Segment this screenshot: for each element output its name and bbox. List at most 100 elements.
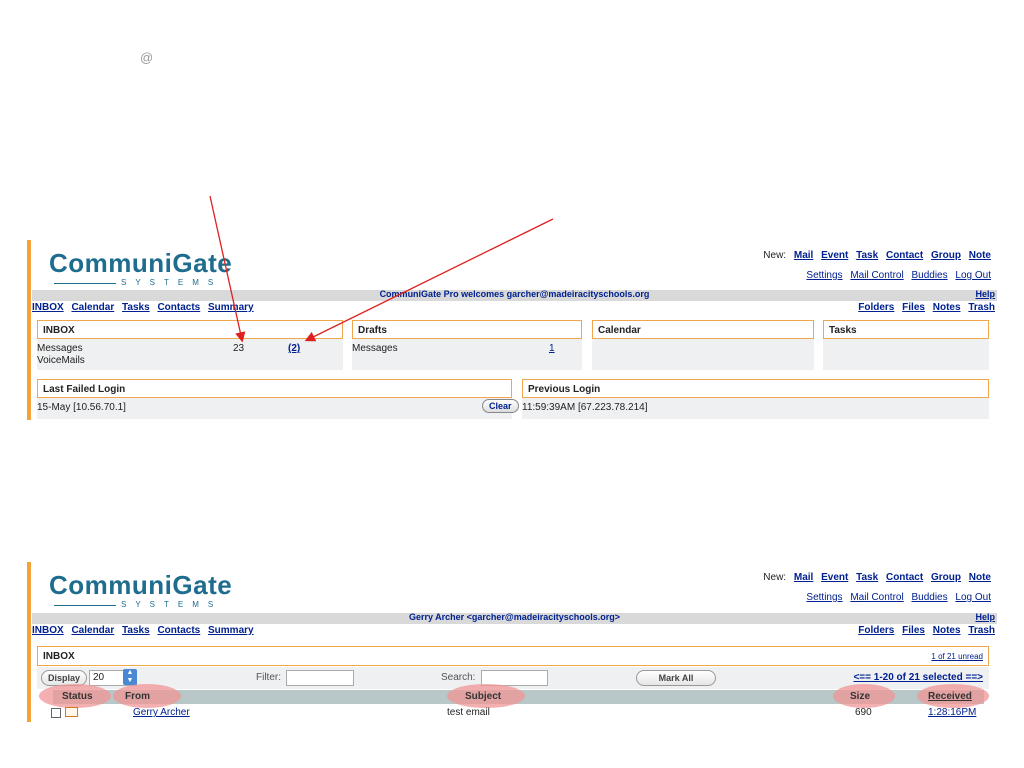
- folders-link[interactable]: Folders: [858, 302, 895, 313]
- new-label: New:: [763, 250, 787, 261]
- highlight-from: [113, 684, 181, 708]
- welcome-text: Gerry Archer <garcher@madeiracityschools…: [408, 612, 621, 622]
- previous-login-value: 11:59:39AM [67.223.78.214]: [522, 402, 648, 413]
- inbox-summary-box: INBOX Messages 23 (2) VoiceMails: [37, 320, 343, 370]
- filter-input[interactable]: [286, 670, 354, 686]
- annotation-mark: @: [140, 50, 154, 65]
- inbox-list-panel: CommuniGate SYSTEMS New: Mail Event Task…: [27, 562, 997, 722]
- pager-link[interactable]: <== 1-20 of 21 selected ==>: [853, 672, 983, 683]
- new-task-link[interactable]: Task: [856, 572, 879, 583]
- new-label: New:: [763, 572, 787, 583]
- highlight-received: [917, 684, 989, 708]
- buddies-link[interactable]: Buddies: [911, 270, 948, 281]
- tab-summary[interactable]: Summary: [208, 625, 254, 636]
- nav-tabs: INBOX Calendar Tasks Contacts Summary Fo…: [32, 302, 997, 316]
- tab-tasks[interactable]: Tasks: [122, 625, 150, 636]
- mark-all-button[interactable]: Mark All: [636, 670, 716, 686]
- tasks-summary-box: Tasks: [823, 320, 989, 370]
- tab-inbox[interactable]: INBOX: [32, 302, 64, 313]
- folders-link[interactable]: Folders: [858, 625, 895, 636]
- settings-link[interactable]: Settings: [806, 592, 843, 603]
- new-group-link[interactable]: Group: [930, 572, 961, 583]
- previous-login-title: Previous Login: [522, 379, 989, 398]
- new-task-link[interactable]: Task: [856, 250, 879, 261]
- tab-inbox[interactable]: INBOX: [32, 625, 64, 636]
- logout-link[interactable]: Log Out: [955, 270, 991, 281]
- welcome-text: CommuniGate Pro welcomes garcher@madeira…: [379, 289, 650, 299]
- search-input[interactable]: [481, 670, 548, 686]
- welcome-bar: Gerry Archer <garcher@madeiracityschools…: [32, 612, 997, 624]
- new-event-link[interactable]: Event: [821, 250, 849, 261]
- table-row[interactable]: Gerry Archer test email 690 1:28:16PM: [37, 706, 989, 722]
- tab-tasks[interactable]: Tasks: [122, 302, 150, 313]
- new-group-link[interactable]: Group: [930, 250, 961, 261]
- row-received-link[interactable]: 1:28:16PM: [928, 707, 977, 718]
- settings-link[interactable]: Settings: [806, 270, 843, 281]
- drafts-messages-label: Messages: [352, 343, 398, 354]
- new-note-link[interactable]: Note: [968, 250, 991, 261]
- mail-control-link[interactable]: Mail Control: [850, 592, 904, 603]
- tab-summary[interactable]: Summary: [208, 302, 254, 313]
- new-mail-link[interactable]: Mail: [793, 572, 814, 583]
- highlight-subject: [447, 684, 525, 708]
- highlight-status: [39, 684, 111, 708]
- help-link[interactable]: Help: [975, 289, 995, 299]
- trash-link[interactable]: Trash: [968, 625, 995, 636]
- row-size: 690: [855, 707, 872, 718]
- new-items-bar: New: Mail Event Task Contact Group Note …: [763, 246, 991, 286]
- new-note-link[interactable]: Note: [968, 572, 991, 583]
- tab-calendar[interactable]: Calendar: [71, 302, 115, 313]
- inbox-box-title: INBOX: [37, 320, 343, 339]
- col-size[interactable]: Size: [850, 691, 871, 702]
- drafts-box-title: Drafts: [352, 320, 582, 339]
- clear-button[interactable]: Clear: [482, 399, 519, 413]
- search-label: Search:: [441, 672, 476, 683]
- last-failed-title: Last Failed Login: [37, 379, 512, 398]
- mail-control-link[interactable]: Mail Control: [850, 270, 904, 281]
- drafts-count-link[interactable]: 1: [549, 343, 555, 354]
- col-received[interactable]: Received: [928, 691, 972, 702]
- inbox-list-title: INBOX: [37, 646, 989, 666]
- communigate-logo: CommuniGate SYSTEMS: [49, 248, 233, 287]
- col-subject[interactable]: Subject: [465, 691, 502, 702]
- list-toolbar: Display 20 ▲▼ Filter: Search: Mark All <…: [37, 667, 989, 689]
- col-status[interactable]: Status: [62, 691, 93, 702]
- files-link[interactable]: Files: [902, 625, 925, 636]
- unread-count-link[interactable]: (2): [288, 343, 301, 354]
- welcome-bar: CommuniGate Pro welcomes garcher@madeira…: [32, 289, 997, 301]
- new-contact-link[interactable]: Contact: [885, 250, 924, 261]
- communigate-logo: CommuniGate SYSTEMS: [49, 570, 233, 609]
- buddies-link[interactable]: Buddies: [911, 592, 948, 603]
- highlight-size: [833, 684, 895, 708]
- tab-contacts[interactable]: Contacts: [157, 625, 201, 636]
- row-from-link[interactable]: Gerry Archer: [133, 707, 190, 718]
- notes-link[interactable]: Notes: [932, 302, 961, 313]
- last-failed-value: 15-May [10.56.70.1]: [37, 402, 126, 413]
- tab-calendar[interactable]: Calendar: [71, 625, 115, 636]
- calendar-summary-box: Calendar: [592, 320, 814, 370]
- notes-link[interactable]: Notes: [932, 625, 961, 636]
- unread-count-link[interactable]: 1 of 21 unread: [931, 652, 983, 661]
- messages-label: Messages: [37, 343, 83, 354]
- messages-count: 23: [233, 343, 245, 354]
- drafts-summary-box: Drafts Messages 1: [352, 320, 582, 370]
- new-event-link[interactable]: Event: [821, 572, 849, 583]
- row-checkbox[interactable]: [51, 708, 61, 718]
- col-from[interactable]: From: [125, 691, 150, 702]
- new-contact-link[interactable]: Contact: [885, 572, 924, 583]
- accent-bar: [27, 240, 31, 420]
- trash-link[interactable]: Trash: [968, 302, 995, 313]
- inbox-list-box: INBOX 1 of 21 unread Display 20 ▲▼ Filte…: [37, 646, 989, 722]
- calendar-box-title: Calendar: [592, 320, 814, 339]
- envelope-icon: [65, 707, 78, 717]
- help-link[interactable]: Help: [975, 612, 995, 622]
- nav-tabs: INBOX Calendar Tasks Contacts Summary Fo…: [32, 625, 997, 639]
- new-mail-link[interactable]: Mail: [793, 250, 814, 261]
- logout-link[interactable]: Log Out: [955, 592, 991, 603]
- files-link[interactable]: Files: [902, 302, 925, 313]
- home-summary-panel: CommuniGate SYSTEMS New: Mail Event Task…: [27, 240, 997, 420]
- filter-label: Filter:: [256, 672, 281, 683]
- tab-contacts[interactable]: Contacts: [157, 302, 201, 313]
- select-stepper-icon[interactable]: ▲▼: [123, 669, 137, 685]
- voicemails-label: VoiceMails: [37, 355, 85, 366]
